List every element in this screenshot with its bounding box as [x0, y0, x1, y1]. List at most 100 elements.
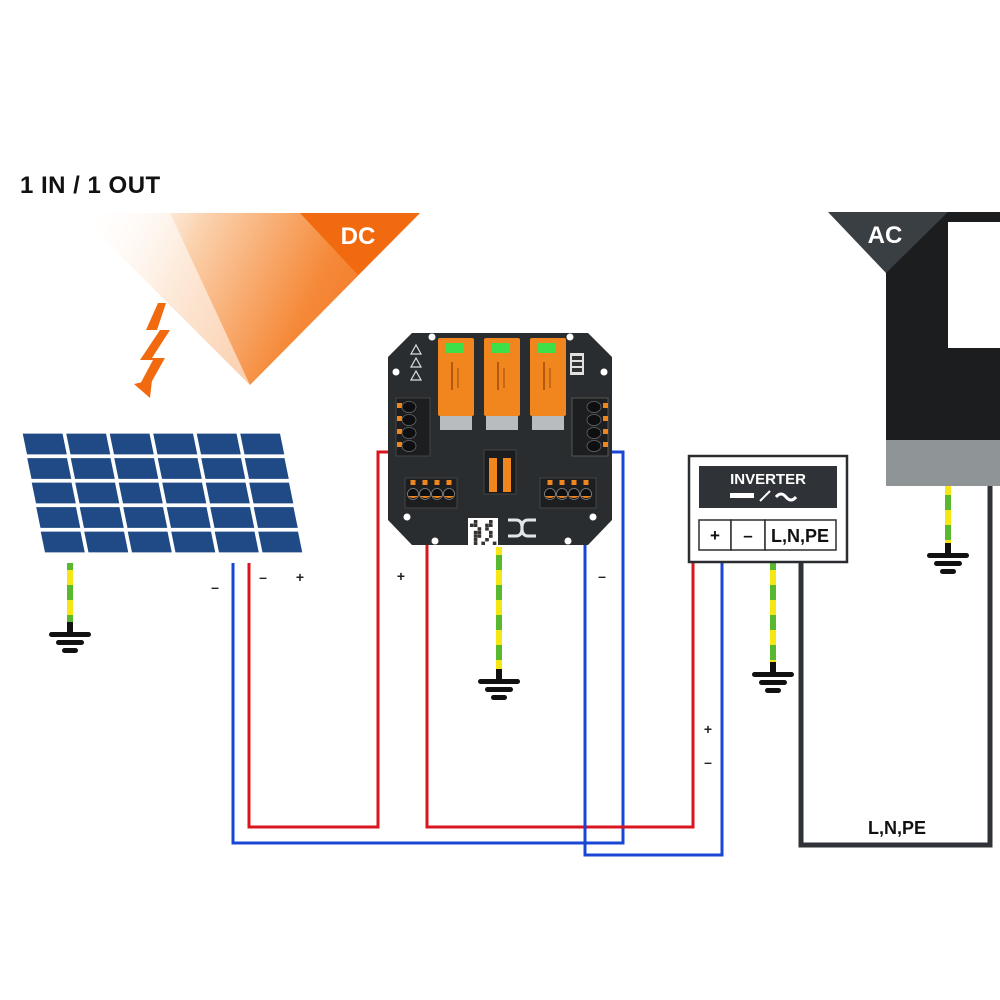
solar-cell	[243, 456, 291, 481]
mounting-holes	[392, 333, 608, 545]
panel-negative-label: –	[259, 569, 267, 585]
solar-cell	[78, 505, 126, 530]
spd-negative-label: –	[598, 568, 606, 584]
solar-cell	[169, 530, 217, 554]
solar-cell	[39, 530, 87, 554]
dc-label-corner	[300, 213, 420, 275]
terminal-pin	[586, 401, 602, 413]
spd-module	[484, 338, 520, 430]
inverter-label: INVERTER	[730, 471, 806, 488]
inverter-terminal-ac	[764, 519, 837, 551]
spd-module	[530, 338, 566, 430]
solar-cell	[117, 481, 165, 505]
inverter-terminal-positive-label: +	[710, 526, 720, 545]
ground-icon	[478, 669, 520, 700]
panel-positive-label: +	[296, 569, 304, 585]
solar-cell	[126, 530, 174, 554]
inverter-wire-negative-label: –	[704, 754, 712, 770]
bottom-right-terminal-block	[539, 477, 597, 509]
qr-code	[468, 518, 498, 546]
solar-cell	[108, 432, 156, 456]
solar-cell	[112, 456, 160, 481]
solar-cell	[256, 530, 304, 554]
solar-cell	[121, 505, 169, 530]
solar-cell	[69, 456, 117, 481]
earth-wire	[945, 486, 951, 543]
ac-load-block: AC	[828, 212, 1000, 486]
terminal-pin	[586, 427, 602, 439]
solar-cell	[73, 481, 121, 505]
solar-cell	[21, 432, 69, 456]
solar-panel	[21, 432, 304, 554]
spd-module-body	[484, 338, 520, 416]
solar-cell	[64, 432, 112, 456]
spd-modules	[438, 338, 566, 430]
ac-bus-label: L,N,PE	[868, 818, 926, 838]
earth-wire	[770, 562, 776, 662]
earth-wire	[496, 547, 502, 669]
terminal-pin	[586, 440, 602, 452]
terminal-pin	[401, 427, 417, 439]
lightning-bolt-icon	[134, 303, 170, 398]
terminal-pin	[401, 401, 417, 413]
solar-cell	[195, 432, 243, 456]
solar-cell	[34, 505, 82, 530]
solar-cell	[213, 530, 261, 554]
ground-icon	[752, 662, 794, 693]
polarity-labels: – – + + – + –	[211, 568, 712, 770]
panel-earth	[49, 563, 91, 653]
inverter-terminal-ac-label: L,N,PE	[771, 526, 829, 546]
inverter-terminal-negative-label: –	[743, 526, 752, 545]
dc-label: DC	[341, 223, 376, 250]
solar-cell	[160, 481, 208, 505]
status-indicator	[538, 343, 556, 353]
negative-wire-panel-to-spd	[231, 450, 625, 845]
status-indicator	[446, 343, 464, 353]
input-connector	[395, 397, 431, 457]
inverter: INVERTER + – L,N,PE	[687, 454, 849, 564]
ground-icon	[927, 543, 969, 574]
inverter-wire-positive-label: +	[704, 721, 712, 737]
solar-cell	[165, 505, 213, 530]
dc-ac-symbol-icon	[730, 490, 798, 502]
spd-module-base	[532, 416, 564, 430]
solar-cell	[252, 505, 300, 530]
dc-wiring	[231, 450, 724, 857]
ac-label: AC	[868, 222, 903, 249]
ac-load-window	[948, 222, 1000, 348]
brand-logo-icon	[508, 518, 536, 538]
solar-cell	[199, 456, 247, 481]
ac-wire-path	[798, 486, 993, 848]
spd-module-body	[438, 338, 474, 416]
solar-cell	[247, 481, 295, 505]
dc-zone-banner: DC	[78, 213, 420, 385]
negative-wire-spd-to-inverter	[583, 497, 724, 857]
terminal-pin	[401, 414, 417, 426]
terminal-pin	[586, 414, 602, 426]
inverter-earth	[752, 562, 794, 693]
solar-cell	[82, 530, 130, 554]
bottom-left-terminal-block	[404, 477, 458, 509]
positive-wire-panel-to-spd	[247, 450, 404, 829]
status-indicator	[492, 343, 510, 353]
solar-cell	[238, 432, 286, 456]
terminal-pin	[401, 440, 417, 452]
positive-wire-spd-to-inverter	[425, 497, 695, 829]
solar-cell	[204, 481, 252, 505]
solar-cell	[25, 456, 73, 481]
dc-fade-overlay	[78, 213, 250, 385]
surge-protection-device	[388, 333, 612, 546]
spd-module-base	[440, 416, 472, 430]
ac-load-base	[886, 440, 1000, 486]
center-fuse-holder	[483, 449, 517, 495]
spd-module-base	[486, 416, 518, 430]
diagram-title: 1 IN / 1 OUT	[20, 172, 161, 199]
earth-connections	[49, 486, 969, 700]
solar-cell	[30, 481, 78, 505]
earth-wire	[67, 563, 73, 622]
warning-icon	[409, 343, 423, 381]
remote-contact-connector	[570, 353, 584, 375]
ac-label-corner	[828, 212, 948, 273]
spd-earth	[478, 547, 520, 700]
